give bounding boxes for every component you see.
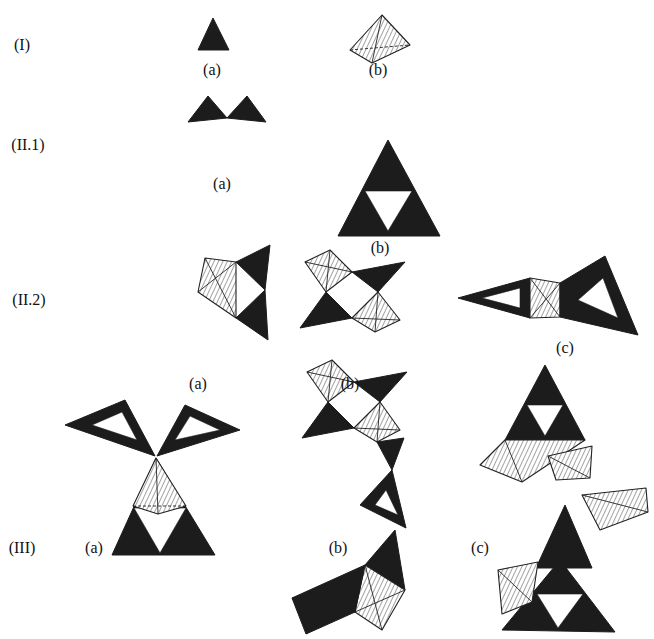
panel-label: (II.1) bbox=[11, 137, 44, 153]
panel-label: (b) bbox=[369, 62, 388, 78]
panel-label: (b) bbox=[371, 240, 390, 256]
panel-label: (a) bbox=[85, 540, 103, 556]
panel-label: (a) bbox=[189, 376, 207, 392]
panel-label: (c) bbox=[471, 540, 489, 556]
panel-label: (b) bbox=[341, 376, 360, 392]
panel-label: (a) bbox=[203, 62, 221, 78]
panel-label: (c) bbox=[556, 340, 574, 356]
panel-label: (I) bbox=[14, 37, 30, 53]
panel-label: (III) bbox=[9, 540, 36, 556]
panel-label: (II.2) bbox=[12, 292, 45, 308]
panel-label: (a) bbox=[213, 176, 231, 192]
panel-label: (b) bbox=[329, 540, 348, 556]
